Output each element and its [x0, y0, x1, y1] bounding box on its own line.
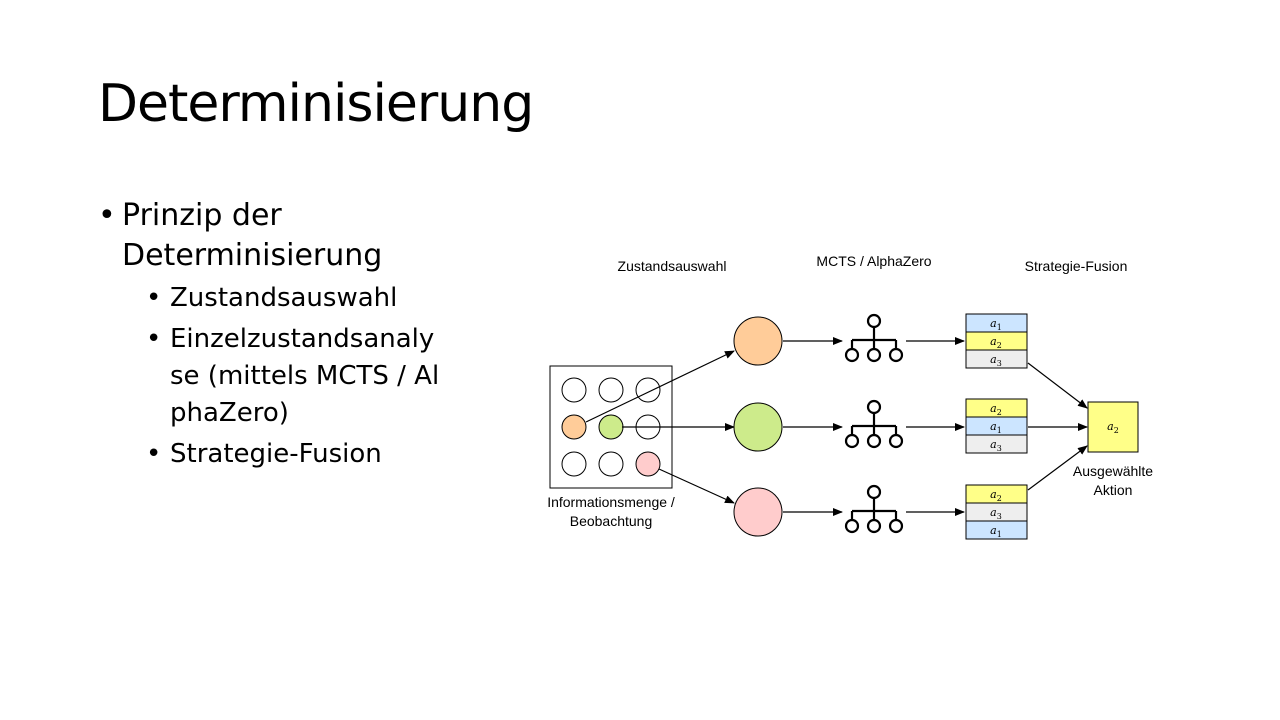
- svg-text:a3: a3: [990, 353, 1002, 368]
- info-set-state: [635, 377, 661, 403]
- header-state-selection: Zustandsauswahl: [618, 258, 727, 274]
- bullet-principle: Prinzip der Determinisierung: [98, 196, 468, 276]
- selected-action-label-2: Aktion: [1094, 482, 1133, 498]
- action-ranking-cell: a3: [965, 502, 1028, 522]
- info-set-state: [598, 451, 624, 477]
- header-strategy-fusion: Strategie-Fusion: [1025, 258, 1128, 274]
- action-ranking-cell: a3: [965, 349, 1028, 369]
- arrow-to-state-3: [658, 468, 735, 504]
- selected-state-2: [733, 402, 783, 452]
- svg-text:a1: a1: [990, 524, 1002, 539]
- svg-text:a2: a2: [1107, 420, 1119, 435]
- bullet-state-selection: Zustandsauswahl: [146, 280, 468, 317]
- action-ranking-cell: a2: [965, 398, 1028, 418]
- determinization-diagram: Zustandsauswahl MCTS / AlphaZero Strateg…: [530, 245, 1180, 555]
- selected-action-box: a2: [1087, 401, 1139, 453]
- selected-state-1: [733, 316, 783, 366]
- svg-text:a3: a3: [990, 506, 1002, 521]
- tree-icon: [844, 313, 904, 363]
- info-set-state: [635, 451, 661, 477]
- header-mcts: MCTS / AlphaZero: [816, 253, 931, 269]
- information-set-label-1: Informationsmenge /: [547, 494, 675, 510]
- arrow-to-state-1: [585, 350, 735, 423]
- svg-text:a2: a2: [990, 488, 1002, 503]
- info-set-state: [561, 414, 587, 440]
- info-set-state: [598, 377, 624, 403]
- selected-action-label-1: Ausgewählte: [1073, 463, 1153, 479]
- action-ranking-cell: a2: [965, 331, 1028, 351]
- bullet-single-state-analysis: Einzelzustandsanalyse (mittels MCTS / Al…: [146, 321, 440, 432]
- slide-title: Determinisierung: [98, 74, 534, 134]
- tree-icon: [844, 399, 904, 449]
- info-set-state: [561, 451, 587, 477]
- bullet-strategy-fusion: Strategie-Fusion: [146, 436, 468, 473]
- svg-text:a3: a3: [990, 438, 1002, 453]
- tree-icon: [844, 484, 904, 534]
- fusion-arrow-3: [1027, 445, 1088, 491]
- svg-text:a2: a2: [990, 335, 1002, 350]
- bullet-list: Prinzip der Determinisierung Zustandsaus…: [98, 196, 468, 473]
- svg-text:a1: a1: [990, 317, 1002, 332]
- action-ranking-cell: a1: [965, 416, 1028, 436]
- info-set-state: [598, 414, 624, 440]
- action-ranking-cell: a3: [965, 434, 1028, 454]
- action-ranking-cell: a1: [965, 313, 1028, 333]
- action-ranking-cell: a2: [965, 484, 1028, 504]
- svg-text:a1: a1: [990, 420, 1002, 435]
- fusion-arrow-1: [1027, 362, 1088, 409]
- selected-state-3: [733, 487, 783, 537]
- svg-text:a2: a2: [990, 402, 1002, 417]
- information-set-label-2: Beobachtung: [570, 513, 653, 529]
- action-ranking-cell: a1: [965, 520, 1028, 540]
- info-set-state: [561, 377, 587, 403]
